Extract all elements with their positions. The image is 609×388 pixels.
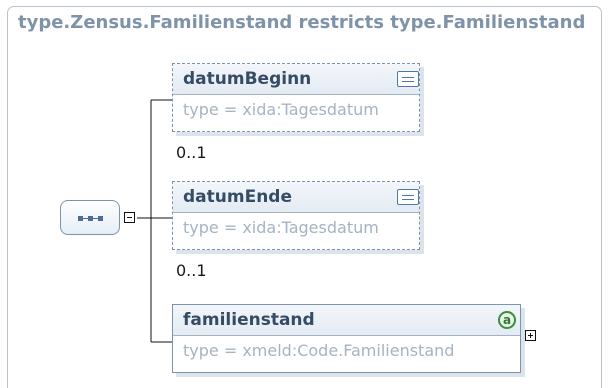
cardinality-label: 0..1: [176, 143, 207, 162]
element-datumEnde[interactable]: datumEnde type = xida:Tagesdatum: [172, 181, 420, 250]
documentation-icon: [397, 189, 419, 205]
element-header: datumEnde: [173, 182, 419, 213]
collapse-sequence-toggle[interactable]: [124, 212, 135, 223]
element-datumBeginn[interactable]: datumBeginn type = xida:Tagesdatum: [172, 63, 420, 132]
element-name: datumBeginn: [183, 69, 312, 89]
sequence-icon: [78, 216, 104, 221]
element-type: type = xida:Tagesdatum: [183, 100, 379, 119]
attributes-icon: a: [498, 311, 516, 329]
element-header: datumBeginn: [173, 64, 419, 95]
element-type: type = xida:Tagesdatum: [183, 218, 379, 237]
diagram-title: type.Zensus.Familienstand restricts type…: [18, 12, 586, 33]
element-type: type = xmeld:Code.Familienstand: [183, 341, 455, 360]
element-familienstand[interactable]: familienstand a type = xmeld:Code.Famili…: [172, 304, 521, 373]
sequence-compositor[interactable]: [60, 200, 120, 235]
documentation-icon: [397, 71, 419, 87]
element-name: familienstand: [183, 310, 315, 330]
expand-familienstand-toggle[interactable]: [525, 330, 536, 341]
cardinality-label: 0..1: [176, 261, 207, 280]
element-name: datumEnde: [183, 187, 292, 207]
element-header: familienstand a: [173, 305, 520, 336]
